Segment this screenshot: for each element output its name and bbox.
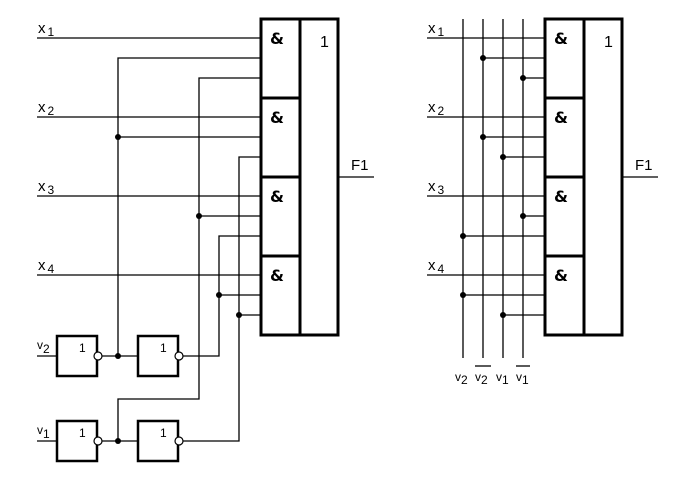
label-output-f1: F1	[351, 157, 369, 174]
inverter-v1-2: 1	[136, 419, 184, 463]
label-v2: v2	[37, 338, 50, 356]
junction-dot	[115, 353, 121, 359]
label-bus-v1: v1	[496, 370, 509, 387]
wire-v2-inverted-a	[117, 57, 261, 356]
inverter-v1-1: 1	[55, 419, 103, 463]
and-gate-1: &	[270, 29, 284, 48]
and-gate-3: &	[270, 187, 284, 206]
label-bus-v1-inverted: v1	[516, 370, 529, 387]
junction-dot	[460, 233, 466, 239]
junction-dot	[236, 312, 242, 318]
wire-v1	[178, 156, 261, 442]
and-gate-3: &	[554, 187, 568, 206]
junction-dot	[196, 213, 202, 219]
and-gate-2: &	[554, 108, 568, 127]
junction-dot	[216, 292, 222, 298]
junction-dot	[520, 75, 526, 81]
or-gate: 1	[604, 34, 613, 51]
junction-dot	[480, 55, 486, 61]
wire-v1-inverted	[117, 77, 261, 441]
inverter-symbol: 1	[79, 426, 86, 440]
junction-dot	[500, 312, 506, 318]
junction-dot	[520, 213, 526, 219]
junction-dot	[115, 134, 121, 140]
junction-dot	[115, 438, 121, 444]
and-gate-4: &	[270, 266, 284, 285]
and-gate-4: &	[554, 266, 568, 285]
junction-dot	[480, 134, 486, 140]
inverter-v2-2: 1	[136, 334, 184, 378]
inversion-bubble	[174, 436, 184, 446]
inverter-symbol: 1	[160, 341, 167, 355]
inversion-bubble	[93, 436, 103, 446]
label-bus-v2-inverted: v2	[475, 370, 488, 387]
inversion-bubble	[93, 351, 103, 361]
and-or-block-right: & & & & 1	[543, 17, 624, 337]
or-gate: 1	[320, 34, 329, 51]
junction-dot	[500, 154, 506, 160]
junction-dot	[460, 292, 466, 298]
and-or-block-left: & & & & 1	[259, 17, 340, 337]
label-v1: v1	[37, 423, 50, 441]
inverter-v2-1: 1	[55, 334, 103, 378]
label-output-f1: F1	[635, 157, 653, 174]
and-gate-1: &	[554, 29, 568, 48]
label-bus-v2: v2	[455, 370, 468, 387]
inverter-symbol: 1	[79, 341, 86, 355]
inverter-symbol: 1	[160, 426, 167, 440]
and-gate-2: &	[270, 108, 284, 127]
inversion-bubble	[174, 351, 184, 361]
